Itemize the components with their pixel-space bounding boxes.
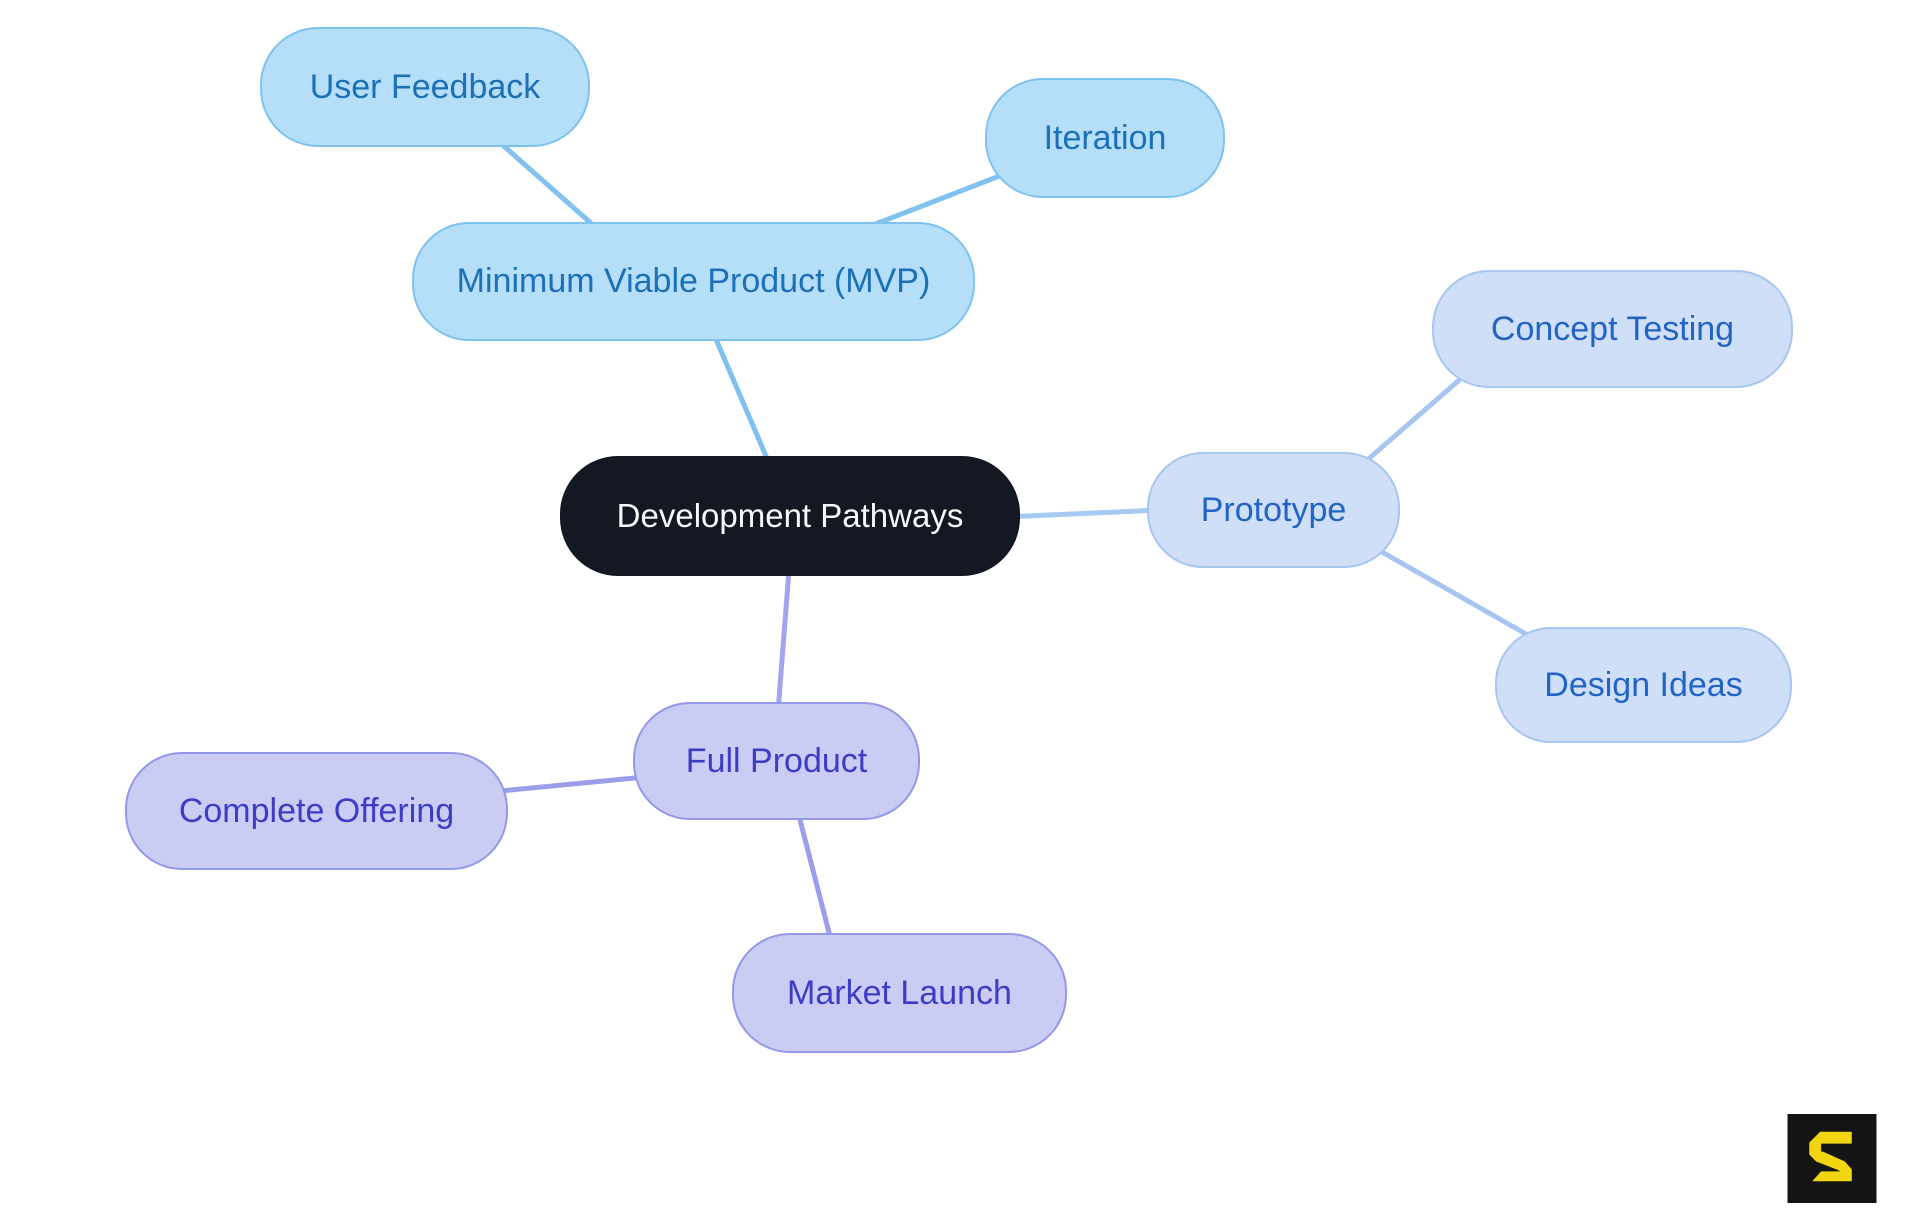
- node-user-feedback[interactable]: User Feedback: [260, 27, 590, 147]
- node-label: Development Pathways: [616, 497, 964, 534]
- s-logo-icon: [1787, 1114, 1877, 1203]
- node-label: Full Product: [685, 741, 868, 780]
- node-label: User Feedback: [309, 67, 541, 106]
- edge-iteration-mvp: [852, 167, 1018, 235]
- node-prototype[interactable]: Prototype: [1147, 452, 1400, 568]
- node-full-product[interactable]: Full Product: [633, 702, 920, 820]
- node-label: Minimum Viable Product (MVP): [456, 262, 931, 300]
- node-design-ideas[interactable]: Design Ideas: [1495, 627, 1792, 743]
- node-label: Prototype: [1200, 490, 1347, 529]
- node-label: Market Launch: [787, 973, 1012, 1012]
- edge-central-fullproduct: [775, 567, 792, 715]
- edge-central-prototype: [1002, 507, 1163, 520]
- edge-fullproduct-market: [795, 809, 836, 951]
- node-minimum-viable-product[interactable]: Minimum Viable Product (MVP): [412, 222, 975, 341]
- node-label: Iteration: [1043, 118, 1167, 157]
- node-label: Concept Testing: [1490, 309, 1735, 348]
- node-market-launch[interactable]: Market Launch: [732, 933, 1067, 1053]
- node-label: Design Ideas: [1544, 665, 1743, 704]
- edge-prototype-concept: [1362, 372, 1468, 465]
- edge-mvp-central: [709, 327, 775, 473]
- brand-logo: [1787, 1114, 1877, 1203]
- node-iteration[interactable]: Iteration: [985, 78, 1225, 198]
- edge-prototype-design: [1372, 545, 1543, 645]
- node-label: Complete Offering: [178, 791, 455, 830]
- node-complete-offering[interactable]: Complete Offering: [125, 752, 508, 870]
- node-concept-testing[interactable]: Concept Testing: [1432, 270, 1793, 388]
- node-development-pathways[interactable]: Development Pathways: [560, 456, 1020, 576]
- edge-fullproduct-complete: [497, 774, 648, 794]
